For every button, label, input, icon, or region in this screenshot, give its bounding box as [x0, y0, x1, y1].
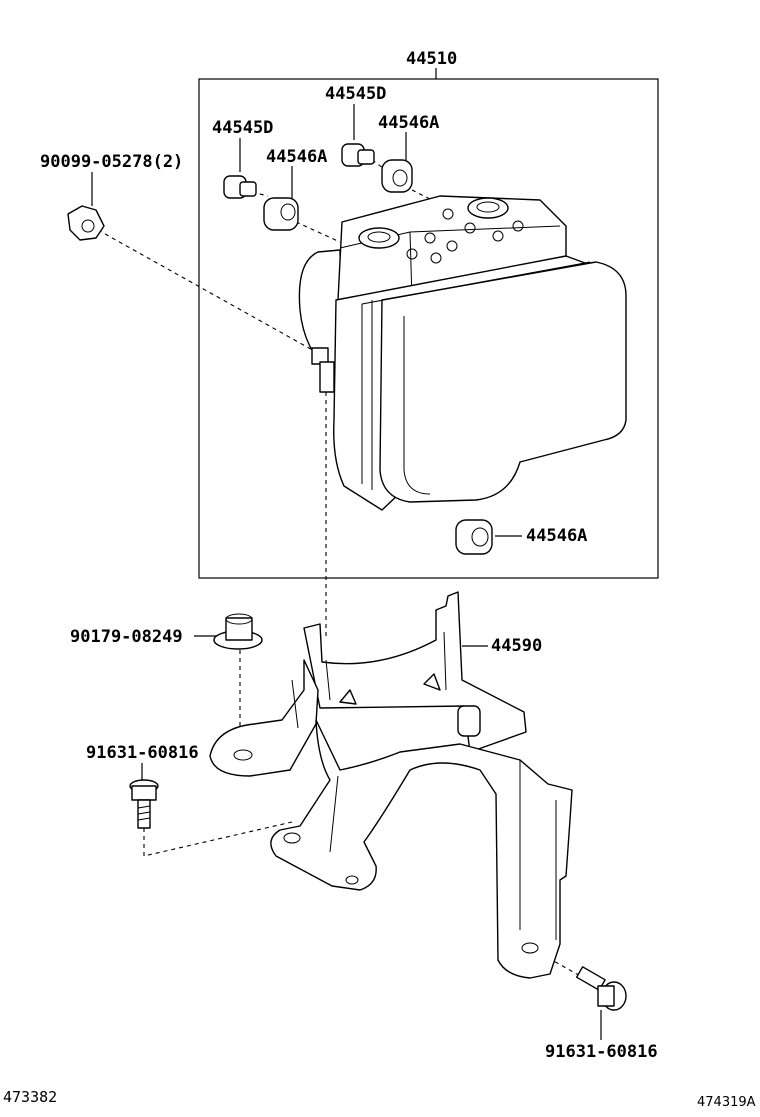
dash-cushion-left	[295, 221, 341, 243]
bolt-left-part[interactable]	[129, 779, 159, 829]
svg-text:44590: 44590	[491, 636, 542, 656]
label-cushion-lower[interactable]: 44546A	[495, 526, 587, 546]
bracket-part[interactable]	[209, 591, 573, 979]
nut-left-part[interactable]	[67, 205, 105, 241]
dash-nut-to-unit	[97, 229, 317, 353]
footer-right-id: 474319A	[697, 1095, 756, 1110]
dash-bolt-left	[143, 821, 293, 857]
label-plug-left[interactable]: 44545D	[212, 118, 273, 172]
svg-text:44510: 44510	[406, 49, 457, 69]
label-cushion-left[interactable]: 44546A	[266, 147, 327, 198]
svg-text:44545D: 44545D	[212, 118, 273, 138]
bolt-right-part[interactable]	[575, 966, 627, 1011]
footer-left-id: 473382	[3, 1088, 57, 1106]
label-nut-bracket[interactable]: 90179-08249	[70, 627, 220, 647]
cushion-left-part[interactable]	[263, 197, 299, 231]
label-plug-upper[interactable]: 44545D	[325, 84, 386, 140]
cushion-lower-part[interactable]	[455, 519, 493, 555]
svg-text:90179-08249: 90179-08249	[70, 627, 183, 647]
label-nut-left[interactable]: 90099-05278(2)	[40, 152, 183, 206]
svg-text:44546A: 44546A	[378, 113, 439, 133]
nut-bracket-part[interactable]	[213, 613, 263, 650]
label-bolt-right[interactable]: 91631-60816	[545, 1010, 658, 1062]
svg-text:91631-60816: 91631-60816	[86, 743, 199, 763]
label-bracket[interactable]: 44590	[462, 636, 542, 656]
label-bolt-left[interactable]: 91631-60816	[86, 743, 199, 780]
assembly-frame	[198, 78, 659, 579]
svg-text:44545D: 44545D	[325, 84, 386, 104]
plug-left-part[interactable]	[223, 175, 257, 199]
label-assembly[interactable]: 44510	[406, 49, 457, 79]
plug-upper-part[interactable]	[341, 143, 375, 167]
svg-text:91631-60816: 91631-60816	[545, 1042, 658, 1062]
label-cushion-upper[interactable]: 44546A	[378, 113, 439, 160]
svg-text:90099-05278(2): 90099-05278(2)	[40, 152, 183, 172]
cushion-upper-part[interactable]	[381, 159, 413, 193]
svg-text:44546A: 44546A	[526, 526, 587, 546]
abs-actuator[interactable]	[298, 195, 627, 511]
svg-text:44546A: 44546A	[266, 147, 327, 167]
